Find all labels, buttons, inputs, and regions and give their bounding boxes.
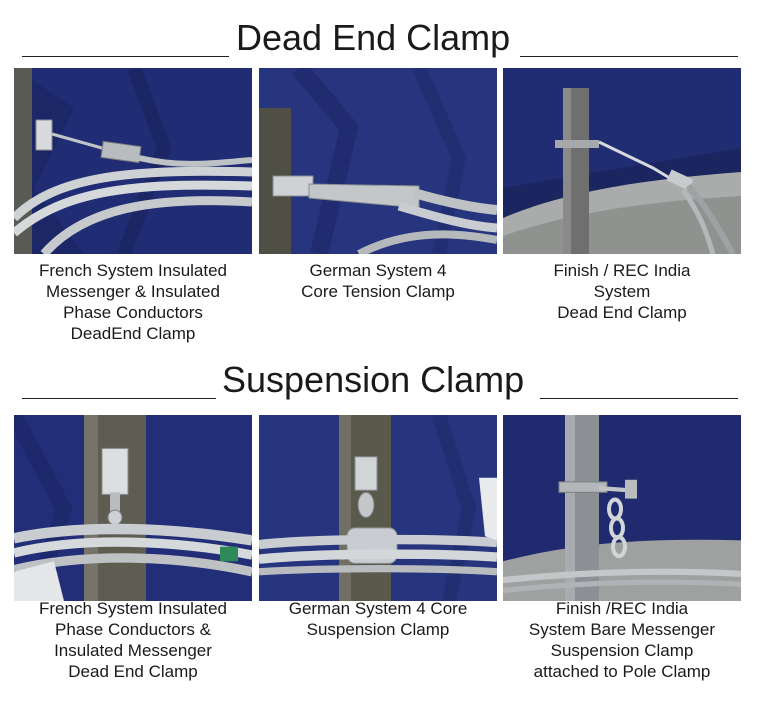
caption-german-tension: German System 4 Core Tension Clamp (301, 261, 455, 301)
title-rule-right (520, 56, 738, 57)
french-suspension-clamp-photo (14, 415, 252, 601)
finish-rec-suspension-clamp-photo (503, 415, 741, 601)
section-title-dead-end: Dead End Clamp (0, 18, 767, 68)
caption-finish-rec-dead-end: Finish / REC India System Dead End Clamp (553, 261, 691, 322)
section-title-suspension: Suspension Clamp (0, 360, 767, 410)
section-heading: Suspension Clamp (222, 359, 525, 400)
german-suspension-clamp-photo (259, 415, 497, 601)
caption-french-dead-end: French System Insulated Messenger & Insu… (38, 261, 228, 343)
title-rule-left (22, 398, 216, 399)
title-rule-right (540, 398, 738, 399)
finish-rec-dead-end-clamp-photo (503, 68, 741, 254)
caption-french-suspension: French System Insulated Phase Conductors… (38, 599, 228, 681)
german-tension-clamp-photo (259, 68, 497, 254)
caption-finish-rec-suspension: Finish /REC India System Bare Messenger … (528, 599, 716, 681)
caption-german-suspension: German System 4 Core Suspension Clamp (288, 599, 468, 639)
title-rule-left (22, 56, 229, 57)
section-heading: Dead End Clamp (236, 17, 511, 58)
french-dead-end-clamp-photo (14, 68, 252, 254)
